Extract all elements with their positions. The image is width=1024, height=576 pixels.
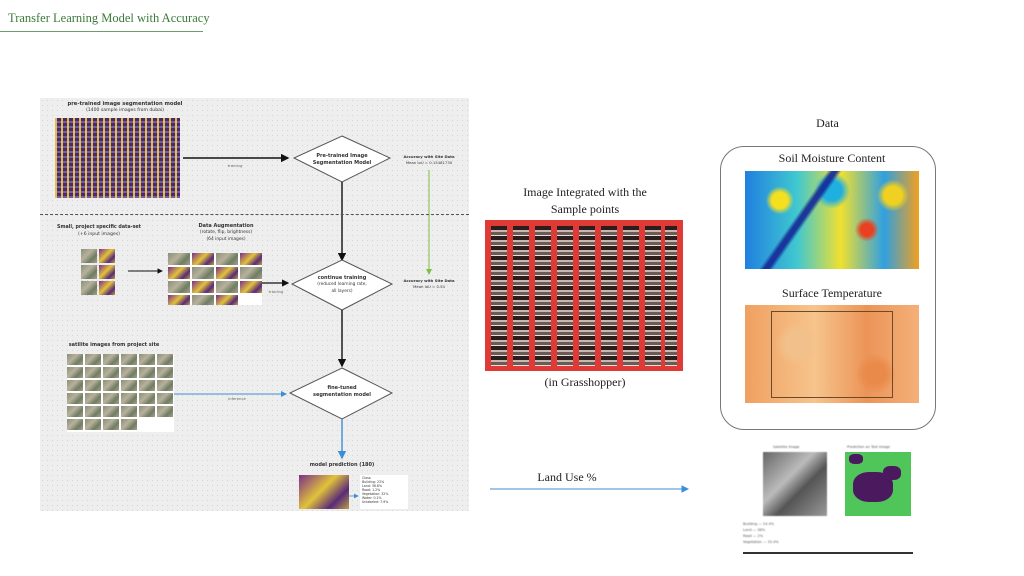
augmentation-subtitle-2: (64 input images) [206,237,246,242]
node-continue-label-2: (reduced learning rate, [317,282,367,287]
site-boundary [771,311,893,398]
land-use-image-title: Satellite Image [773,445,800,449]
transfer-learning-diagram: pre-trained image segmentation model (14… [40,98,469,511]
node-finetuned-label-2: segmentation model [312,392,372,398]
satellite-image-grid [67,354,174,432]
edge-label-training-2: training [268,289,284,294]
prediction-legend: Class: Building: 23% Land: 36.8% Road: 1… [360,475,408,509]
dataset-image [99,281,115,295]
integrated-heading-1: Image Integrated with the [523,185,647,199]
edge-label-training-1: training [227,163,243,168]
land-use-prediction-title: Prediction on Test Image [847,445,890,449]
land-use-result: Satellite Image Prediction on Test Image… [743,442,913,554]
node-finetuned-label-1: fine-tuned [327,385,357,391]
accuracy-1-title: Accuracy with Site Data [403,154,455,159]
legend-line: Water: 0.1% [362,496,382,500]
prediction-image [299,475,349,509]
dataset-image [81,281,97,295]
data-heading: Data [816,116,839,130]
surface-temperature-label: Surface Temperature [782,286,882,300]
land-use-stat: Land — 38% [743,528,766,532]
node-pretrained-label-1: Pre-trained Image [316,153,368,159]
pretrained-sample-mosaic [55,118,180,198]
augmentation-title: Data Augmentation [198,223,254,229]
node-pretrained-label-2: Segmentation Model [312,160,372,166]
page-title: Transfer Learning Model with Accuracy [8,11,210,25]
grasshopper-caption: (in Grasshopper) [544,375,626,389]
node-continue-label-3: all layers) [331,289,353,294]
legend-line: Class: [362,476,372,480]
prediction-title: model prediction (180) [309,462,375,468]
accuracy-2-title: Accuracy with Site Data [403,278,455,283]
legend-line: Land: 36.8% [362,484,382,488]
dataset-subtitle: (+6 input images) [78,232,120,237]
land-use-stat: Building — 24.4% [743,522,775,526]
node-continue-label-1: continue training [317,275,367,281]
accuracy-2-value: Mean IoU = 0.54 [413,284,445,289]
land-use-divider [743,552,913,554]
data-container [720,146,936,430]
surface-temperature-map [745,305,919,403]
satellite-title: satilite images from project site [68,342,160,348]
soil-moisture-label: Soil Moisture Content [778,151,886,165]
land-use-satellite-image [763,452,827,516]
edge-label-inference: inference [228,396,246,401]
grasshopper-sample-grid [485,220,683,371]
pretrained-model-subtitle: (1400 sample images from dubai) [85,108,165,113]
land-use-stat: Vegetation — 32.4% [743,540,779,544]
title-underline [0,31,203,32]
dataset-image [99,265,115,279]
dataset-image [81,265,97,279]
dataset-title: Small, project specific data-set [57,225,141,230]
accuracy-1-value: Mean IoU = 0.15481730 [405,160,453,165]
land-use-stat: Road — 2% [743,534,764,538]
integrated-heading-2: Sample points [550,202,620,216]
dataset-image [99,249,115,263]
land-use-classification-image [845,452,911,516]
land-use-arrow [490,485,690,493]
legend-line: Vegetation: 32% [362,492,389,496]
diagram-connectors [128,135,432,499]
dataset-image [81,249,97,263]
augmentation-subtitle-1: (rotate, flip, brightness) [199,230,253,235]
section-divider [40,214,469,215]
legend-line: Unlabeled: 7.9% [362,500,389,504]
legend-line: Building: 23% [362,480,385,484]
augmentation-grid [168,253,262,305]
land-use-arrow-label: Land Use % [537,470,597,484]
legend-line: Road: 1.2% [362,488,381,492]
soil-moisture-map [745,171,919,269]
pretrained-model-title: pre-trained image segmentation model [67,101,183,107]
